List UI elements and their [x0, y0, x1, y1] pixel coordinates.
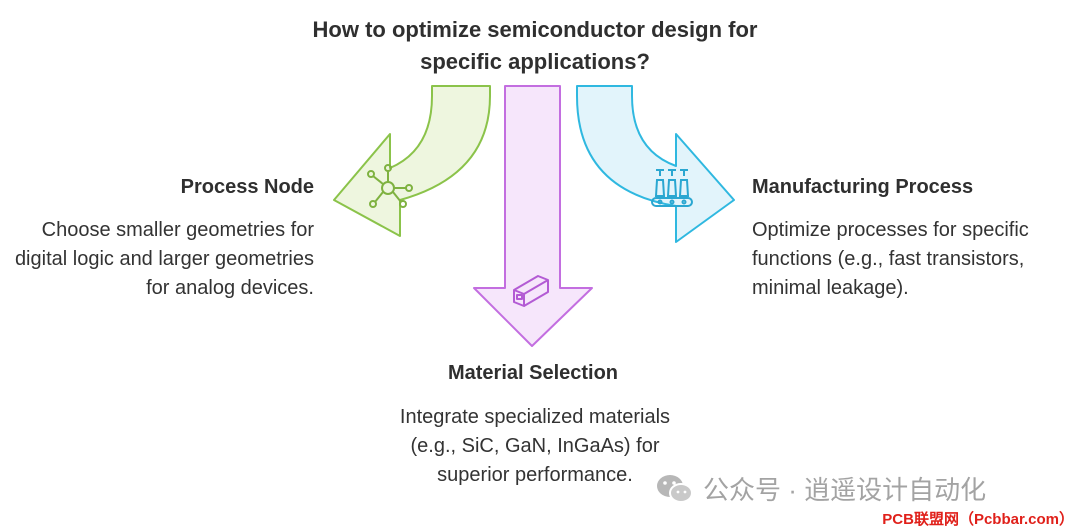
process-node-heading: Process Node [180, 176, 314, 198]
watermark: 公众号 · 逍遥设计自动化 [655, 470, 986, 507]
process-node-arrow [333, 85, 491, 237]
material-selection-heading: Material Selection [447, 362, 619, 384]
manufacturing-process-heading: Manufacturing Process [752, 176, 974, 198]
process-node-description: Choose smaller geometries for digital lo… [14, 219, 314, 299]
chip-block-icon [513, 275, 549, 307]
material-selection-description: Integrate specialized materials (e.g., S… [399, 406, 671, 486]
manufacturing-process-arrow [576, 85, 735, 243]
manufacturing-process-description: Optimize processes for specific function… [752, 219, 1029, 299]
node-network-icon [367, 164, 413, 208]
diagram-title: How to optimize semiconductor design for… [312, 17, 758, 74]
conveyor-bottles-icon [651, 169, 693, 207]
source-credit: PCB联盟网（Pcbbar.com） [882, 511, 1074, 528]
watermark-text: 公众号 · 逍遥设计自动化 [703, 475, 987, 505]
material-selection-arrow [473, 85, 593, 347]
wechat-icon [657, 474, 693, 503]
